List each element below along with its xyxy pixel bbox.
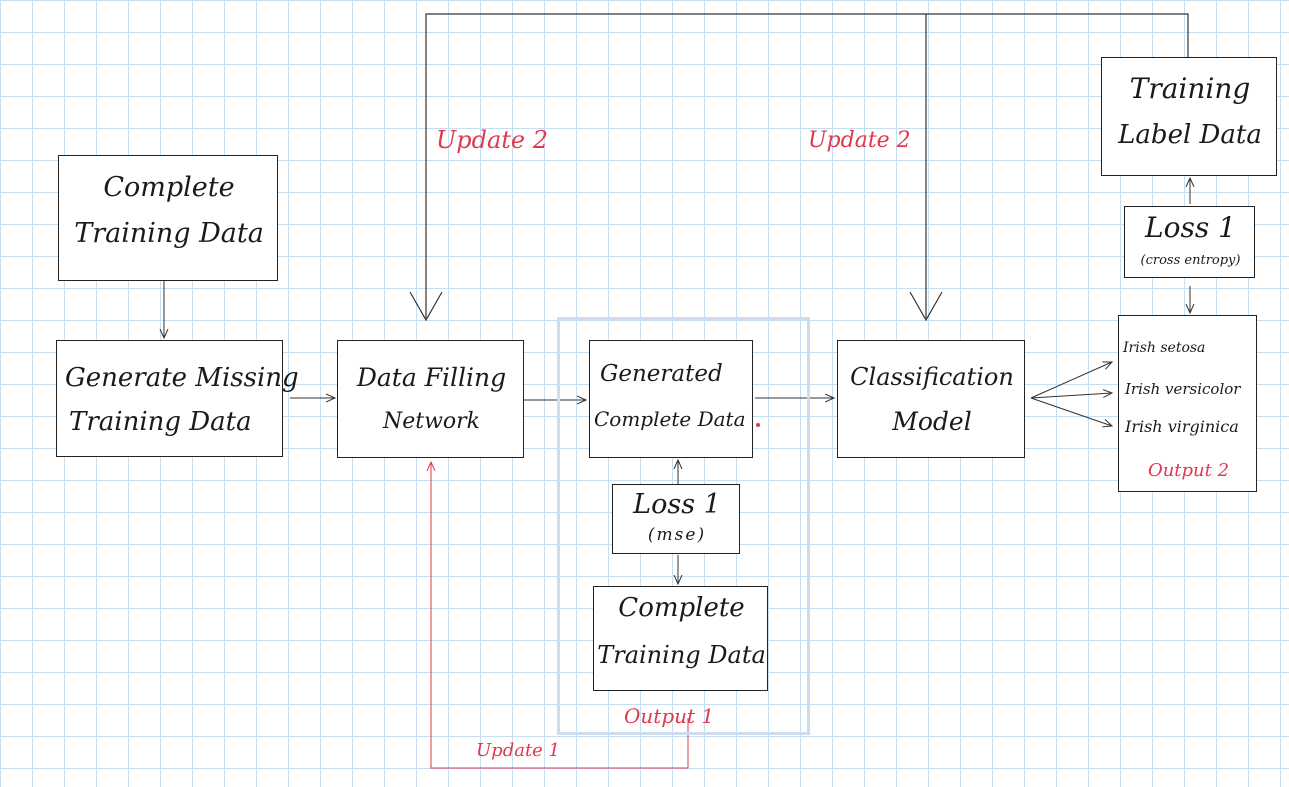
arrow-class-output1 xyxy=(1030,362,1112,399)
complete-training-data-top-line1: Complete xyxy=(103,172,235,203)
complete-training-data-top-box: Complete Training Data xyxy=(58,155,278,281)
complete-training-data-bottom-line2: Training Data xyxy=(597,641,766,669)
generate-missing-line1: Generate Missing xyxy=(65,363,299,393)
update1-feedback-line xyxy=(431,462,689,769)
classification-model-box: Classification Model xyxy=(837,340,1025,458)
update1-label: Update 1 xyxy=(476,740,561,761)
classification-line2: Model xyxy=(892,407,972,436)
update2-feedback-line xyxy=(425,13,1189,318)
output-item-virginica: Irish virginica xyxy=(1125,417,1239,436)
data-filling-line2: Network xyxy=(382,409,481,434)
data-filling-line1: Data Filling xyxy=(356,363,507,392)
training-label-data-box: Training Label Data xyxy=(1101,57,1277,176)
complete-training-data-bottom-line1: Complete xyxy=(618,593,745,623)
output-item-versicolor: Irish versicolor xyxy=(1125,380,1241,398)
arrowhead-classification xyxy=(909,291,943,322)
red-dot xyxy=(756,423,760,427)
output1-highlight-region xyxy=(557,317,810,735)
update2-right-label: Update 2 xyxy=(808,128,911,153)
complete-training-data-top-line2: Training Data xyxy=(74,218,264,249)
loss1-mse-box: Loss 1 (mse) xyxy=(612,484,740,554)
classification-line1: Classification xyxy=(850,363,1014,391)
arrow-class-output3 xyxy=(1030,397,1112,426)
loss1-mse-line1: Loss 1 xyxy=(633,489,721,520)
update2-left-label: Update 2 xyxy=(436,126,549,154)
generate-missing-line2: Training Data xyxy=(69,407,252,437)
output-item-setosa: Irish setosa xyxy=(1123,340,1206,356)
arrow-class-output2 xyxy=(1030,393,1112,399)
generated-line2: Complete Data xyxy=(594,407,746,431)
generate-missing-box: Generate Missing Training Data xyxy=(56,340,299,457)
training-label-line1: Training xyxy=(1129,72,1251,105)
complete-training-data-bottom-box: Complete Training Data xyxy=(593,586,768,691)
generated-complete-data-box: Generated Complete Data xyxy=(589,340,753,458)
data-filling-network-box: Data Filling Network xyxy=(337,340,524,458)
training-label-line2: Label Data xyxy=(1118,120,1262,150)
output2-label: Output 2 xyxy=(1147,460,1230,481)
generated-line1: Generated xyxy=(600,361,723,387)
arrowhead-data-filling xyxy=(409,291,443,322)
outputs-box: Irish setosa Irish versicolor Irish virg… xyxy=(1118,315,1257,492)
loss1-ce-line2: (cross entropy) xyxy=(1140,253,1241,268)
output1-label: Output 1 xyxy=(624,704,715,728)
loss1-ce-box: Loss 1 (cross entropy) xyxy=(1124,206,1255,278)
loss1-mse-line2: (mse) xyxy=(647,525,707,545)
loss1-ce-line1: Loss 1 xyxy=(1145,211,1236,244)
